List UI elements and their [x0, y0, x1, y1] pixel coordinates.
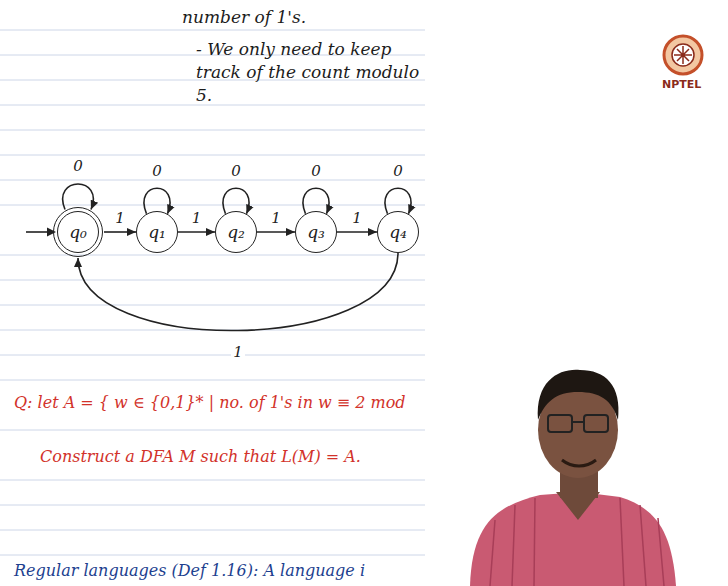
- self-loop: [385, 188, 411, 214]
- state-circle: q₂: [215, 211, 257, 253]
- note-text: Q: let A = { w ∈ {0,1}* | no. of 1's in …: [14, 392, 454, 414]
- state-circle: q₁: [136, 211, 178, 253]
- note-text: Regular languages (Def 1.16): A language…: [14, 560, 454, 582]
- state-name: q₂: [227, 222, 245, 242]
- transition-arrow: [178, 231, 215, 233]
- transition-label: 1: [113, 210, 127, 227]
- state-circle: q₀: [57, 211, 99, 253]
- self-loop: [63, 184, 94, 210]
- transition-label: 0: [391, 163, 405, 180]
- state-name: q₁: [148, 222, 166, 242]
- transition-label: 0: [150, 163, 164, 180]
- transition-label: 0: [229, 163, 243, 180]
- lecturer-photo: [470, 370, 676, 586]
- transition-arrow: [78, 253, 398, 331]
- ruled-lines: [0, 30, 425, 555]
- self-loop: [144, 188, 170, 214]
- state-name: q₄: [389, 222, 407, 242]
- transition-label: 0: [309, 163, 323, 180]
- transition-arrow: [104, 231, 136, 233]
- state-circle: q₃: [295, 211, 337, 253]
- self-loop: [223, 188, 249, 214]
- self-loop: [303, 188, 329, 214]
- start-arrow: [26, 228, 56, 237]
- nptel-logo: [664, 36, 702, 74]
- transition-label: 0: [71, 158, 85, 175]
- transition-label: 1: [269, 210, 283, 227]
- transition-label: 1: [231, 344, 245, 361]
- note-text: - We only need to keep track of the coun…: [196, 38, 421, 107]
- transition-label: 1: [190, 210, 204, 227]
- state-name: q₃: [307, 222, 325, 242]
- state-circle: q₄: [377, 211, 419, 253]
- logo-text: NPTEL: [662, 78, 701, 93]
- state-name: q₀: [69, 222, 87, 242]
- transition-arrow: [337, 231, 377, 233]
- transition-label: 1: [350, 210, 364, 227]
- note-text: number of 1's.: [182, 6, 402, 29]
- note-text: Construct a DFA M such that L(M) = A.: [40, 446, 440, 468]
- transition-arrow: [257, 231, 295, 233]
